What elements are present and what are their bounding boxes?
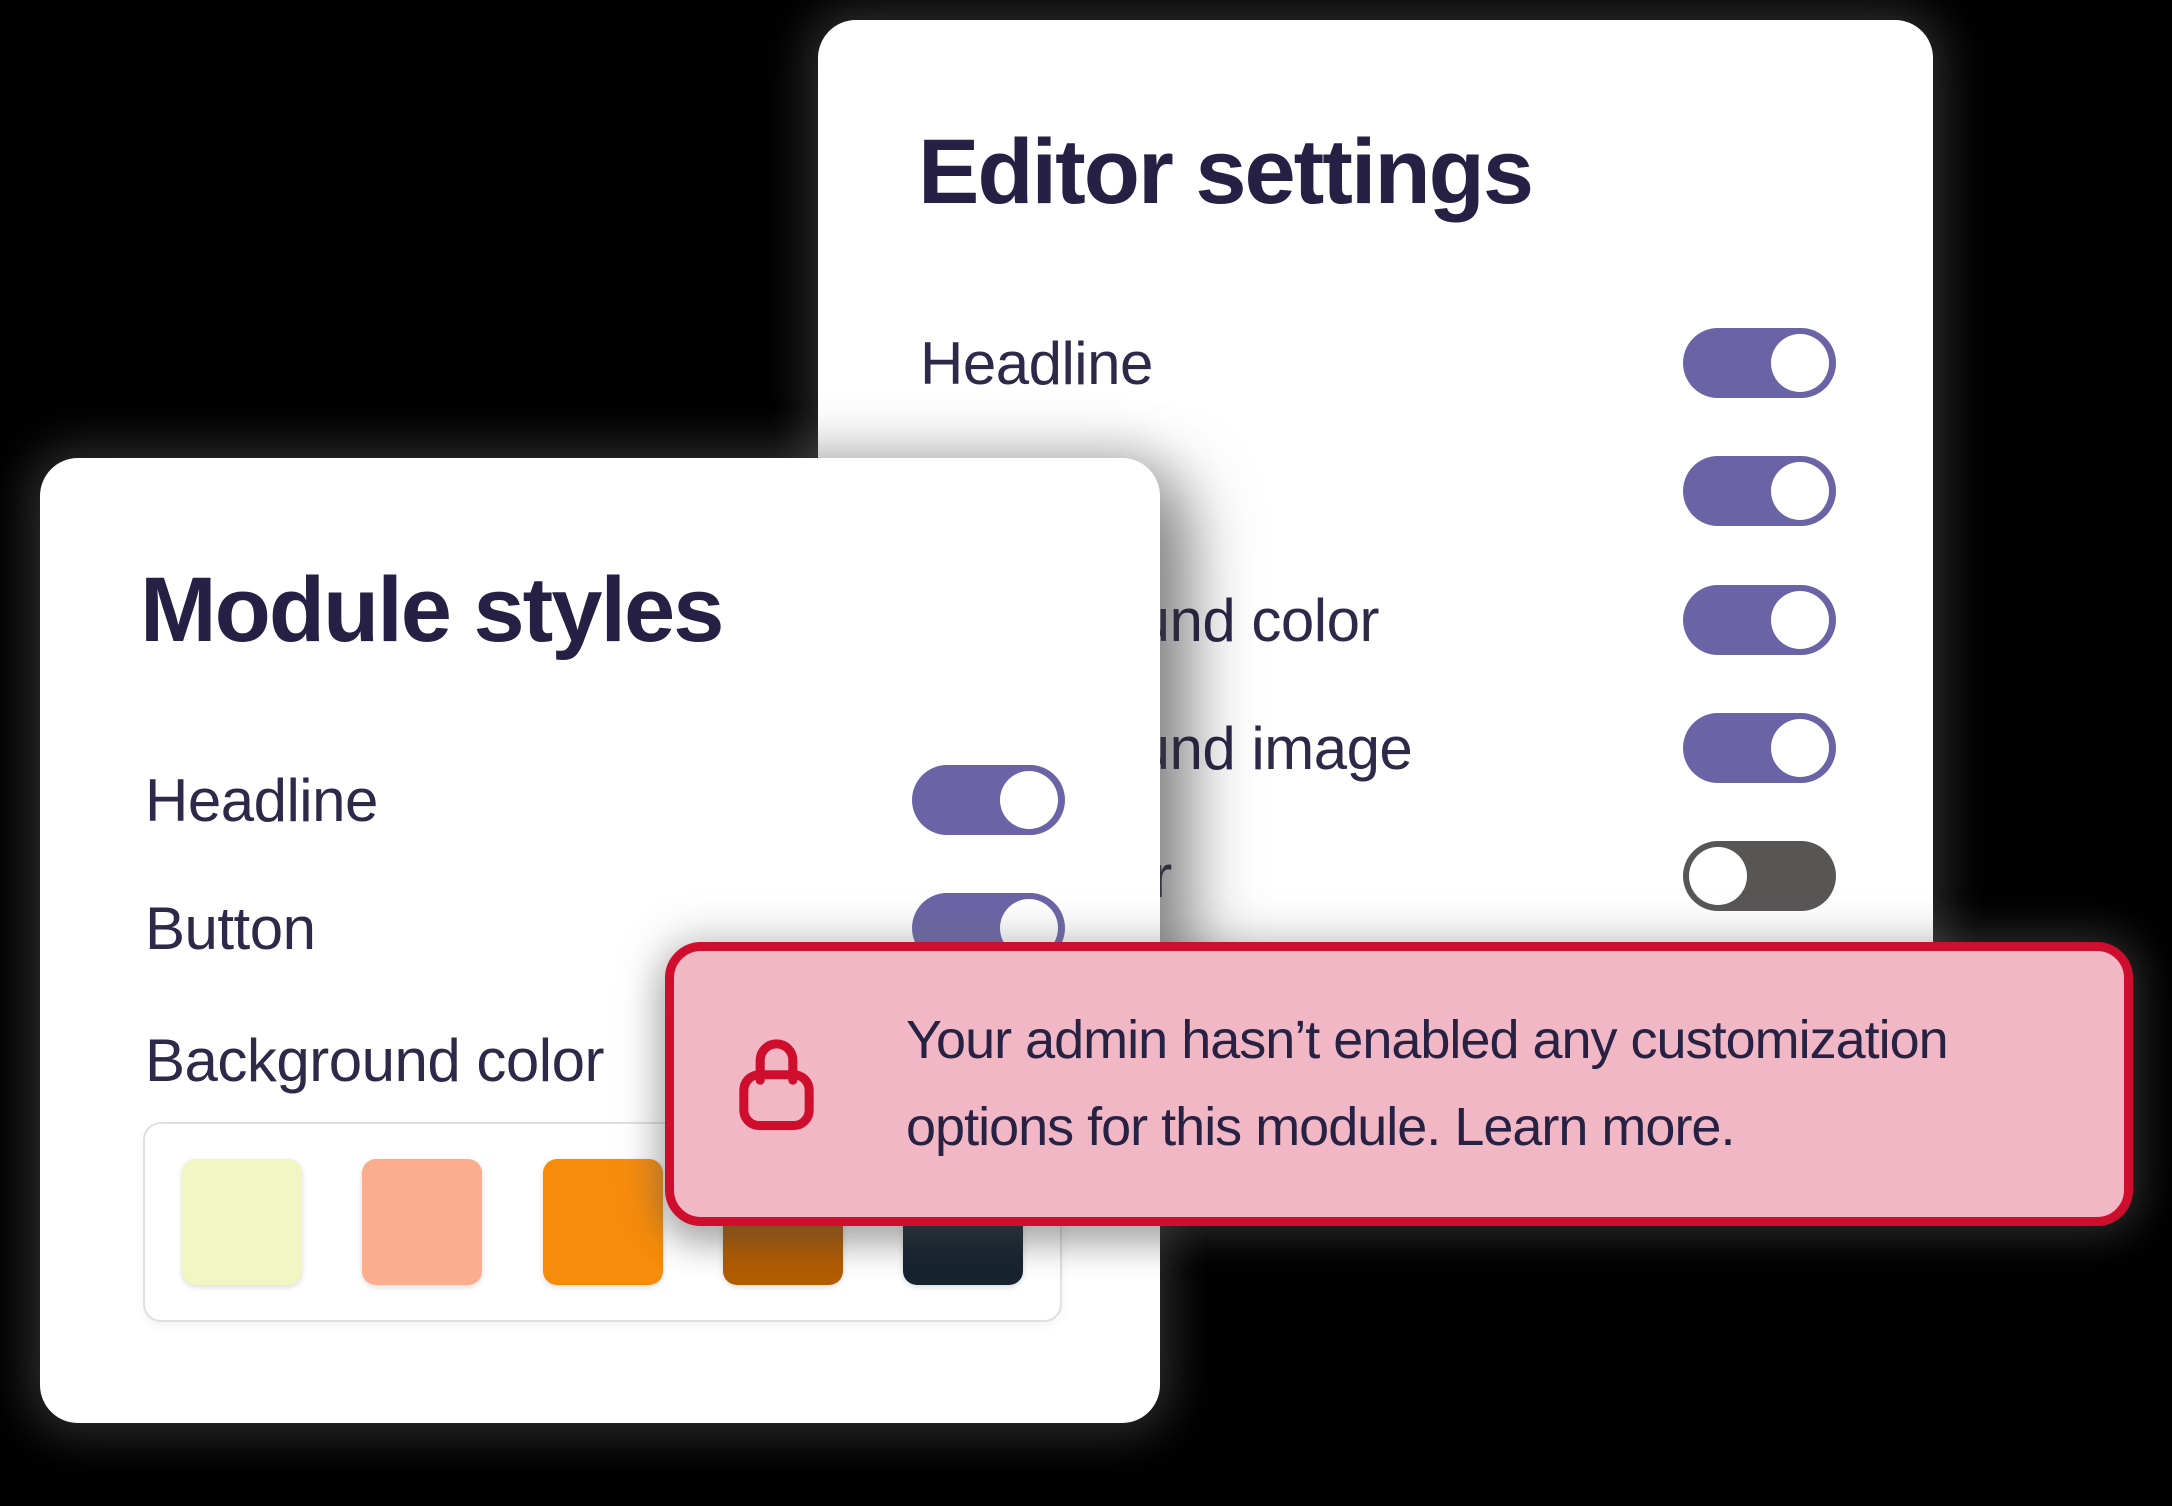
- module-row-headline: Headline: [145, 765, 1065, 835]
- editor-headline-label: Headline: [920, 329, 1153, 397]
- learn-more-link[interactable]: Learn more.: [1454, 1097, 1735, 1157]
- locked-alert-banner: Your admin hasn’t enabled any customizat…: [665, 942, 2133, 1226]
- alert-line-2-text: options for this module.: [906, 1097, 1455, 1157]
- toggle-knob: [1771, 719, 1829, 777]
- editor-hidden-row-toggle[interactable]: [1683, 456, 1836, 526]
- editor-headline-toggle[interactable]: [1683, 328, 1836, 398]
- module-styles-card: Module styles Headline Button Background…: [40, 458, 1160, 1423]
- swatch-peach[interactable]: [362, 1159, 483, 1285]
- lock-icon: [731, 1033, 822, 1136]
- module-background-color-label: Background color: [145, 1027, 604, 1094]
- swatch-orange[interactable]: [542, 1159, 663, 1285]
- editor-background-image-toggle[interactable]: [1683, 713, 1836, 783]
- alert-line-2: options for this module. Learn more.: [906, 1084, 1948, 1171]
- module-button-label: Button: [145, 894, 316, 962]
- module-headline-toggle[interactable]: [912, 765, 1065, 835]
- editor-settings-title: Editor settings: [918, 121, 1534, 223]
- module-headline-label: Headline: [145, 766, 378, 834]
- editor-row-headline: Headline: [920, 328, 1836, 398]
- editor-text-color-toggle[interactable]: [1683, 841, 1836, 911]
- swatch-pale-yellow[interactable]: [182, 1159, 302, 1285]
- toggle-knob: [1771, 334, 1829, 392]
- toggle-knob: [1689, 847, 1747, 905]
- alert-line-1: Your admin hasn’t enabled any customizat…: [906, 1010, 1949, 1070]
- module-styles-title: Module styles: [140, 559, 724, 661]
- toggle-knob: [1771, 462, 1829, 520]
- toggle-knob: [1771, 591, 1829, 649]
- toggle-knob: [1000, 771, 1058, 829]
- editor-background-color-toggle[interactable]: [1683, 585, 1836, 655]
- alert-message: Your admin hasn’t enabled any customizat…: [906, 997, 1949, 1171]
- editor-row-hidden: [920, 456, 1836, 526]
